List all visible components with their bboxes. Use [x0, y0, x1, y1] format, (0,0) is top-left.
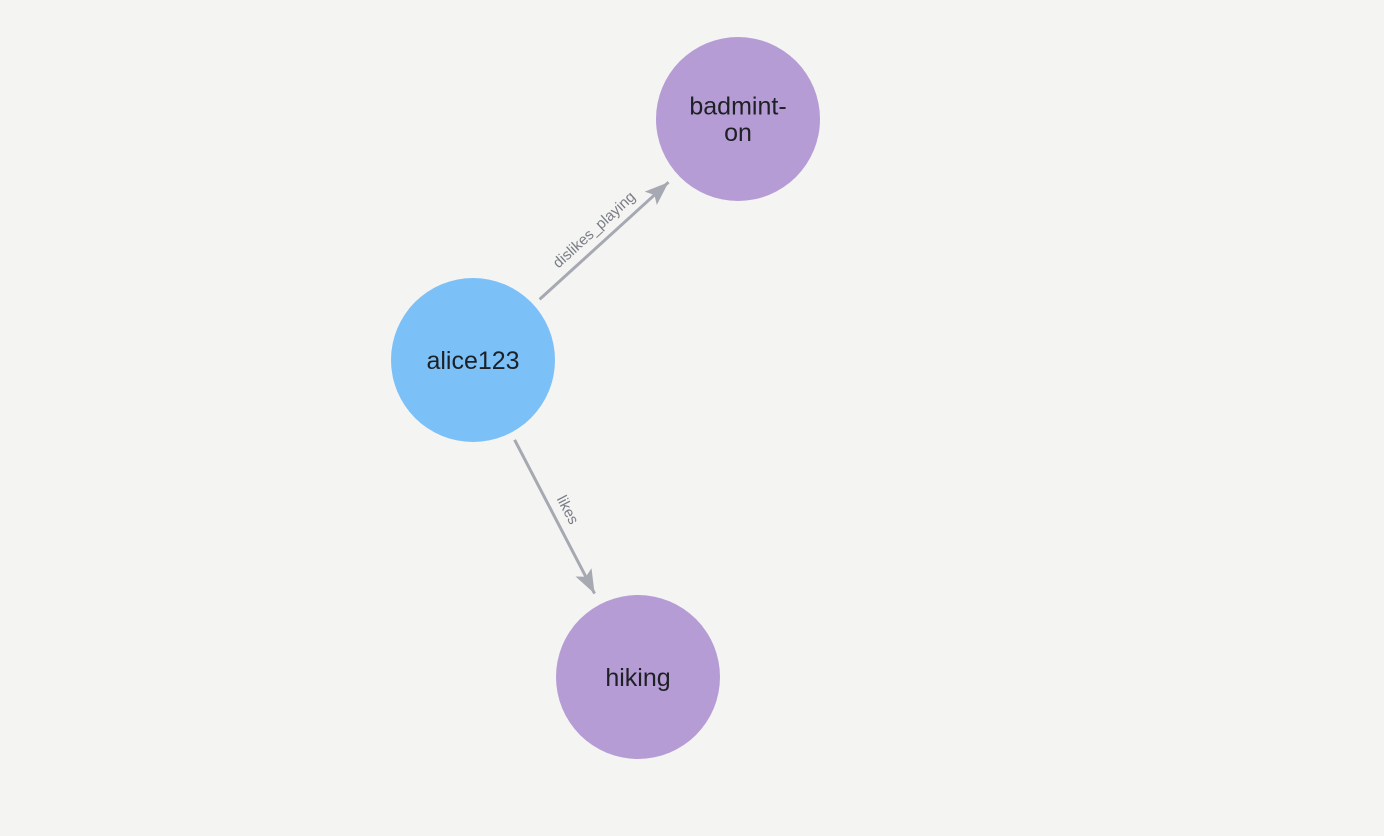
node-label-line: badmint-	[689, 93, 786, 121]
node-label: alice123	[426, 347, 519, 375]
node-label-line: hiking	[605, 664, 670, 692]
node-alice123[interactable]: alice123	[391, 278, 555, 442]
node-circle	[656, 37, 820, 201]
node-layer: alice123 badmint-on hiking	[391, 37, 820, 759]
edge-alice123-to-badminton[interactable]	[538, 181, 670, 301]
node-hiking[interactable]: hiking	[556, 595, 720, 759]
node-label: badmint-on	[689, 93, 786, 147]
edge-label-dislikes_playing: dislikes_playing	[550, 188, 639, 271]
node-circle	[556, 595, 720, 759]
node-label-line: alice123	[426, 347, 519, 375]
node-label-line: on	[724, 119, 752, 147]
node-label: hiking	[605, 664, 670, 692]
node-circle	[391, 278, 555, 442]
node-badminton[interactable]: badmint-on	[656, 37, 820, 201]
edge-alice123-to-hiking[interactable]	[513, 439, 596, 595]
